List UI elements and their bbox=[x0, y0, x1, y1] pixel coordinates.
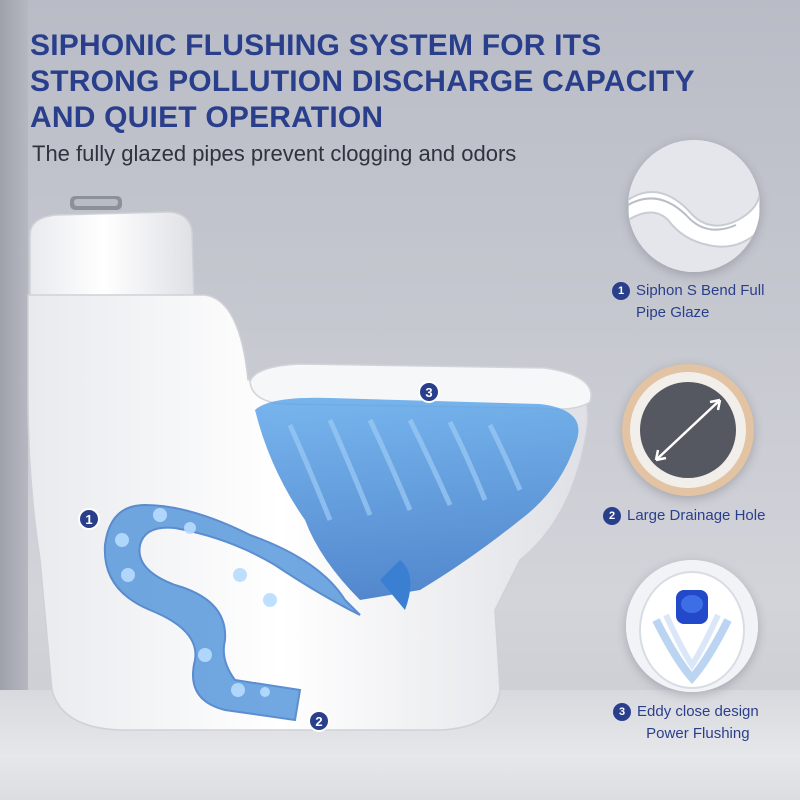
subtitle: The fully glazed pipes prevent clogging … bbox=[32, 141, 517, 166]
marker-2-badge: 2 bbox=[308, 710, 330, 732]
feature-2-image bbox=[622, 364, 754, 496]
marker-1-badge: 1 bbox=[78, 508, 100, 530]
feature-3-line-2: Power Flushing bbox=[646, 725, 750, 742]
headline-line-1: SIPHONIC FLUSHING SYSTEM FOR ITS bbox=[30, 29, 602, 62]
wall-edge bbox=[0, 0, 28, 800]
bowl-water bbox=[255, 397, 579, 600]
feature-3-label: 3 Eddy close design Power Flushing bbox=[613, 701, 759, 745]
feature-3-line-1: Eddy close design bbox=[637, 703, 759, 720]
feature-2-line-1: Large Drainage Hole bbox=[627, 507, 766, 524]
feature-3-image bbox=[626, 560, 758, 692]
marker-3-badge: 3 bbox=[418, 381, 440, 403]
headline-line-2: STRONG POLLUTION DISCHARGE CAPACITY bbox=[30, 65, 695, 98]
eddy-flush-icon bbox=[626, 560, 758, 692]
pipe-glaze-icon bbox=[628, 140, 760, 272]
feature-1-line-2: Pipe Glaze bbox=[636, 304, 710, 321]
drainage-hole-icon bbox=[622, 364, 754, 496]
feature-1-badge: 1 bbox=[612, 282, 630, 300]
feature-1-image bbox=[628, 140, 760, 272]
feature-3-badge: 3 bbox=[613, 703, 631, 721]
headline: SIPHONIC FLUSHING SYSTEM FOR ITS STRONG … bbox=[30, 28, 695, 136]
feature-2-badge: 2 bbox=[603, 507, 621, 525]
feature-2-label: 2 Large Drainage Hole bbox=[603, 505, 765, 527]
rim-jet bbox=[380, 560, 411, 610]
feature-1-label: 1 Siphon S Bend Full Pipe Glaze bbox=[612, 280, 764, 324]
feature-1-line-1: Siphon S Bend Full bbox=[636, 282, 765, 299]
headline-line-3: AND QUIET OPERATION bbox=[30, 101, 384, 134]
tank bbox=[29, 211, 195, 301]
